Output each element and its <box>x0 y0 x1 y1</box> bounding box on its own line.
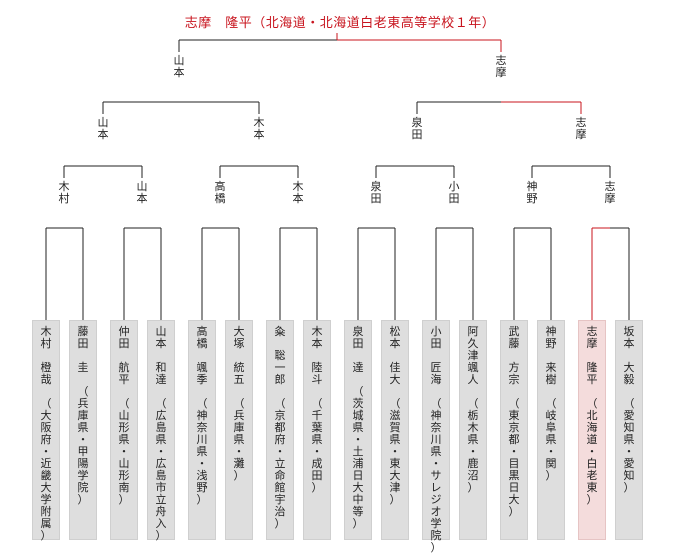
player-box: 藤田 圭 （兵庫県・甲陽学院） <box>69 320 97 540</box>
player-name: 木本 陸斗 （千葉県・成田） <box>311 325 323 494</box>
round-label: 志摩 <box>495 54 507 79</box>
champion-title: 志摩 隆平（北海道・北海道白老東高等学校１年） <box>184 16 496 31</box>
player-box: 志摩 隆平 （北海道・白老東） <box>578 320 606 540</box>
round-label: 木本 <box>253 116 265 141</box>
round-label: 山本 <box>173 54 185 79</box>
player-box: 神野 来樹 （岐阜県・関） <box>537 320 565 540</box>
round-label: 泉田 <box>370 180 382 205</box>
player-box: 山本 和達 （広島県・広島市立舟入） <box>147 320 175 542</box>
player-name: 大塚 統五 （兵庫県・灘） <box>233 325 245 482</box>
player-name: 小田 匠海 （神奈川県・サレジオ学院） <box>430 325 442 554</box>
player-box: 粂 聡一郎 （京都府・立命館宇治） <box>266 320 294 540</box>
player-name: 粂 聡一郎 （京都府・立命館宇治） <box>274 325 286 530</box>
round-label: 木村 <box>58 180 70 205</box>
round-label: 高橋 <box>214 180 226 205</box>
player-box: 仲田 航平 （山形県・山形南） <box>110 320 138 540</box>
player-box: 泉田 達 （茨城県・土浦日大中等） <box>344 320 372 540</box>
player-box: 木村 橙哉 （大阪府・近畿大学附属） <box>32 320 60 542</box>
player-name: 神野 来樹 （岐阜県・関） <box>545 325 557 482</box>
player-name: 阿久津颯人 （栃木県・鹿沼） <box>467 325 479 494</box>
player-name: 藤田 圭 （兵庫県・甲陽学院） <box>77 325 89 506</box>
player-box: 阿久津颯人 （栃木県・鹿沼） <box>459 320 487 540</box>
player-name: 松本 佳大 （滋賀県・東大津） <box>389 325 401 506</box>
player-box: 大塚 統五 （兵庫県・灘） <box>225 320 253 540</box>
player-box: 坂本 大毅 （愛知県・愛知） <box>615 320 643 540</box>
round-label: 山本 <box>97 116 109 141</box>
player-name: 木村 橙哉 （大阪府・近畿大学附属） <box>40 325 52 542</box>
player-box: 松本 佳大 （滋賀県・東大津） <box>381 320 409 540</box>
player-name: 武藤 方宗 （東京都・目黒日大） <box>508 325 520 518</box>
round-label: 泉田 <box>411 116 423 141</box>
player-name: 仲田 航平 （山形県・山形南） <box>118 325 130 506</box>
player-name: 坂本 大毅 （愛知県・愛知） <box>623 325 635 494</box>
round-label: 神野 <box>526 180 538 205</box>
player-name: 志摩 隆平 （北海道・白老東） <box>586 325 598 506</box>
player-box: 木本 陸斗 （千葉県・成田） <box>303 320 331 540</box>
round-label: 山本 <box>136 180 148 205</box>
bracket-lines <box>45 33 630 320</box>
player-box: 武藤 方宗 （東京都・目黒日大） <box>500 320 528 540</box>
round-label: 小田 <box>448 180 460 205</box>
player-name: 高橋 颯季 （神奈川県・浅野） <box>196 325 208 506</box>
round-label: 志摩 <box>604 180 616 205</box>
player-name: 山本 和達 （広島県・広島市立舟入） <box>155 325 167 542</box>
player-name: 泉田 達 （茨城県・土浦日大中等） <box>352 325 364 530</box>
round-label: 木本 <box>292 180 304 205</box>
player-box: 小田 匠海 （神奈川県・サレジオ学院） <box>422 320 450 554</box>
round-label: 志摩 <box>575 116 587 141</box>
player-box: 高橋 颯季 （神奈川県・浅野） <box>188 320 216 540</box>
